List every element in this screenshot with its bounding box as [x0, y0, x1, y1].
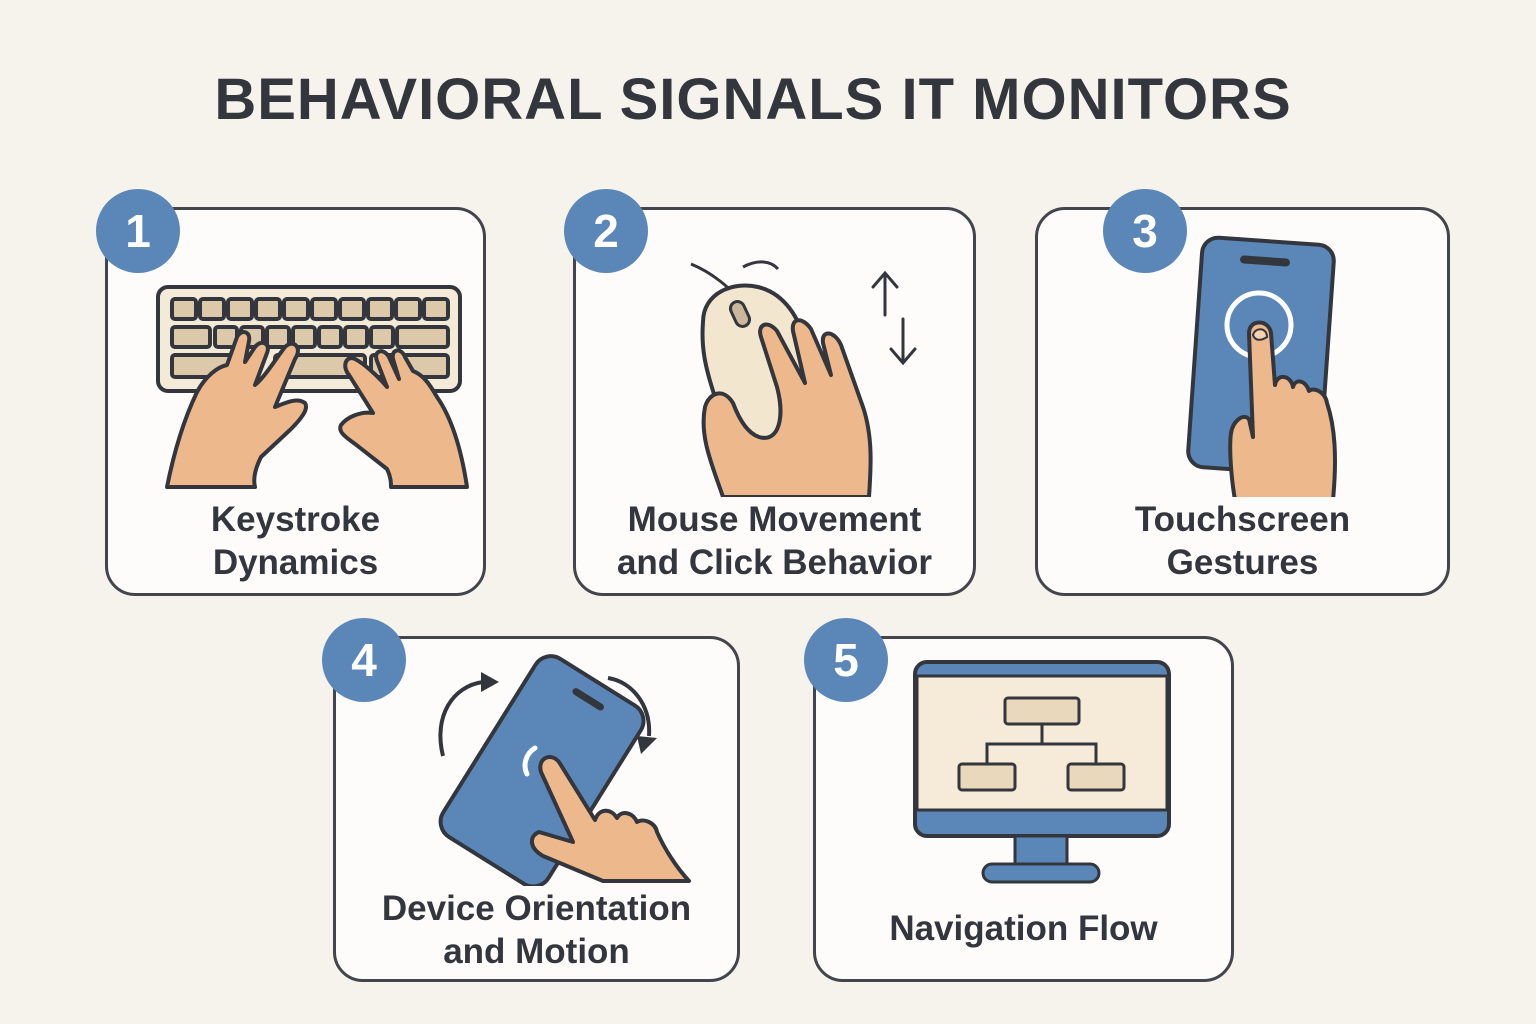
step-badge-3: 3	[1103, 189, 1187, 273]
card-device-orientation: 4 Device Orientation and Motion	[322, 618, 740, 982]
step-badge-4: 4	[322, 618, 406, 702]
card-label: Mouse Movement and Click Behavior	[616, 500, 933, 582]
touchscreen-tap-icon	[1186, 235, 1337, 497]
card-keystroke-dynamics: 1 Keystroke Dynamics	[96, 189, 486, 596]
step-badge-1: 1	[96, 189, 180, 273]
card-mouse-movement: 2 Mouse Movement and Click Behavior	[564, 189, 976, 596]
card-label: Touchscreen Gestures	[1134, 500, 1351, 582]
card-label: Keystroke Dynamics	[210, 500, 381, 582]
device-rotation-icon	[438, 654, 691, 886]
card-touchscreen-gestures: 3 Touchscreen Gestures	[1035, 189, 1450, 596]
monitor-sitemap-icon	[913, 660, 1171, 884]
mouse-hand-icon	[690, 260, 917, 497]
step-badge-2: 2	[564, 189, 648, 273]
card-label: Device Orientation and Motion	[381, 889, 692, 971]
keyboard-typing-icon	[156, 285, 469, 489]
step-badge-5: 5	[804, 618, 888, 702]
page-title: BEHAVIORAL SIGNALS IT MONITORS	[214, 67, 1292, 132]
card-navigation-flow: 5 Navigation Flow	[804, 618, 1234, 982]
card-label: Navigation Flow	[889, 909, 1158, 948]
